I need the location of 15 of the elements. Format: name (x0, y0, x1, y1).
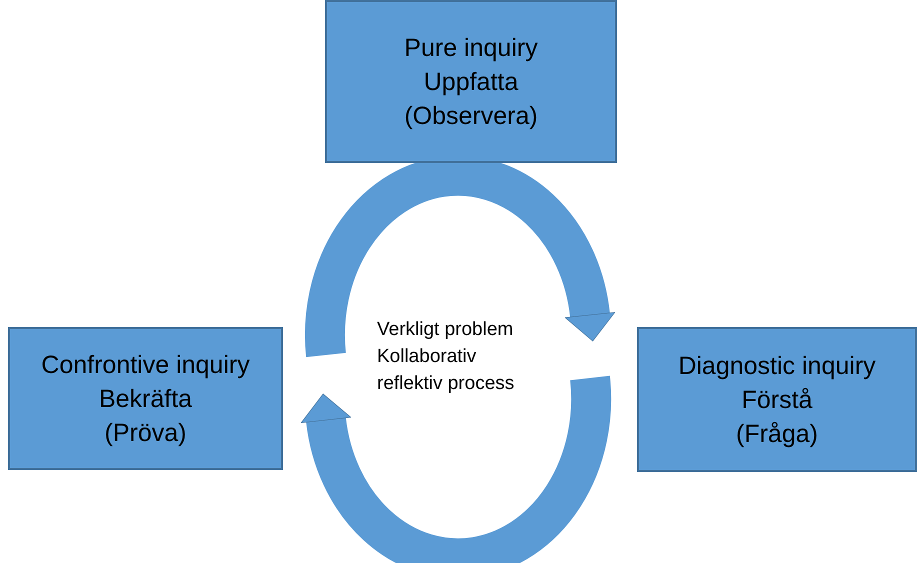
process-box (637, 327, 917, 472)
process-box (8, 327, 283, 470)
box-text: Diagnostic inquiry (678, 350, 876, 382)
box-text: (Fråga) (736, 418, 818, 450)
process-box (325, 0, 617, 163)
box-text: Confrontive inquiry (41, 350, 250, 380)
box-text: (Pröva) (104, 418, 186, 448)
box-text: Pure inquiry (404, 32, 538, 64)
center-text: Kollaborativ (377, 345, 478, 369)
center-text: reflektiv process (377, 372, 514, 396)
box-text: Uppfatta (424, 66, 518, 98)
box-text: Förstå (742, 384, 812, 416)
box-text: (Observera) (404, 100, 538, 132)
box-text: Bekräfta (98, 384, 192, 414)
center-text: Verkligt problem (377, 318, 514, 342)
